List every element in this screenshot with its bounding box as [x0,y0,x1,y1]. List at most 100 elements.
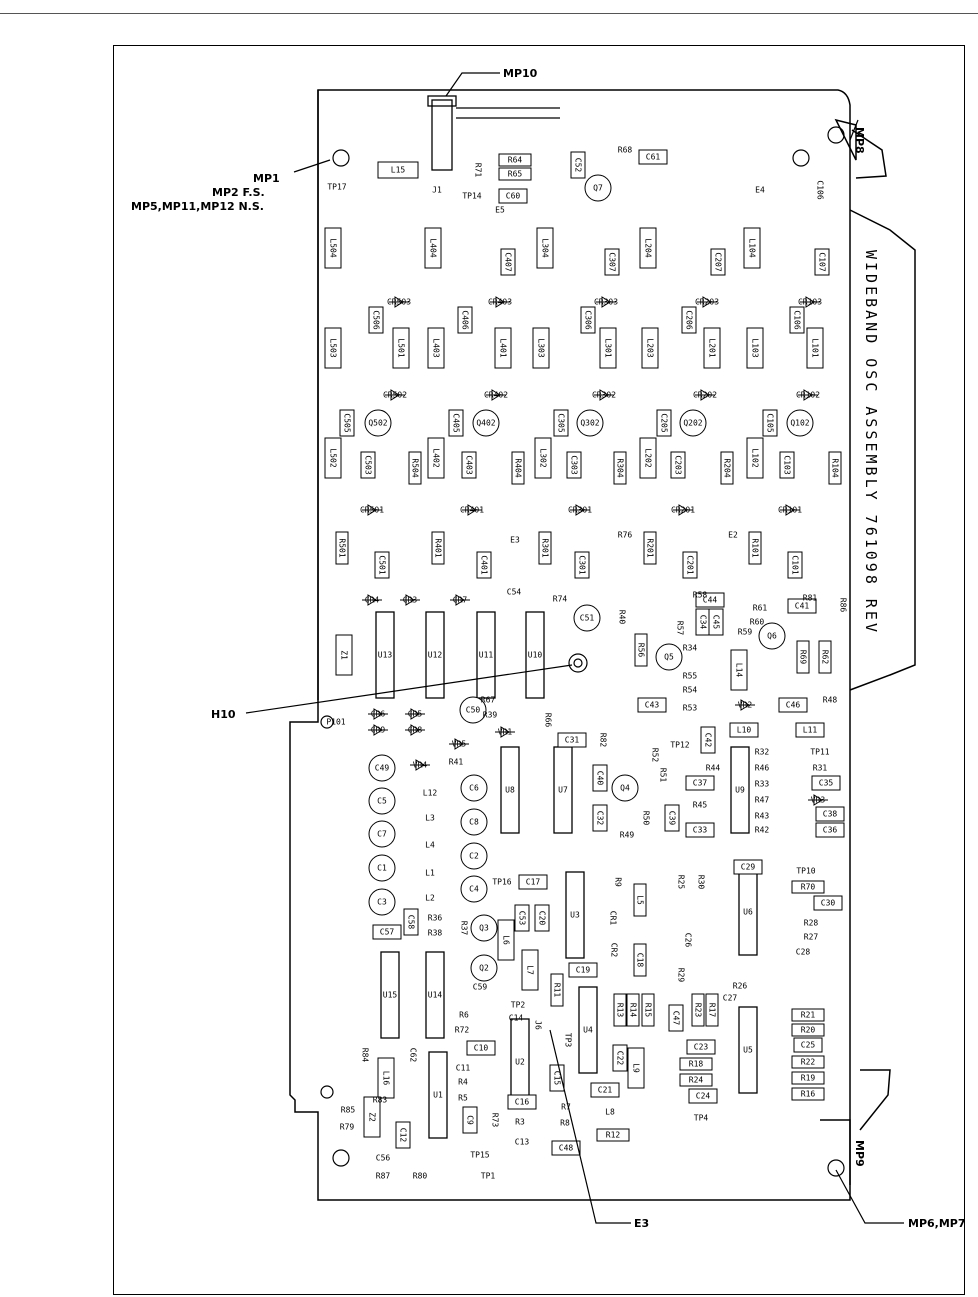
component-l11-label: L11 [803,726,818,735]
component-r61-label: R61 [753,604,768,613]
component-c45-body [708,608,724,636]
callout-mp6-mp7: MP6,MP7 [908,1217,966,1230]
component-l11-body [795,722,825,738]
component-c22-label: C22 [616,1051,625,1066]
component-u12-package [425,611,445,699]
component-c38-label: C38 [823,810,838,819]
component-l15-label: L15 [391,166,406,175]
component-l304-label: L304 [541,238,550,257]
component-r71-label: R71 [474,163,483,178]
component-c11-label: C11 [456,1064,471,1073]
component-c19-body [568,962,598,978]
component-c40-body [592,764,608,792]
component-c207-body [710,248,726,276]
component-c107-body [814,248,830,276]
component-l104-body [743,227,761,269]
component-cr4-body [362,594,382,606]
component-c8-label: C8 [469,818,479,827]
component-c27-label: C27 [723,994,738,1003]
component-r33-label: R33 [755,780,770,789]
component-c58-label: C58 [407,915,416,930]
component-q3-body [470,914,498,942]
component-cr5-label: CR5 [408,710,423,719]
component-c12-body [395,1121,411,1149]
component-vr1-label: VR1 [498,728,513,737]
component-r53-label: R53 [683,704,698,713]
component-r47-label: R47 [755,796,770,805]
component-c39-body [664,804,680,832]
component-c7-body [368,820,396,848]
component-l14-body [730,649,748,691]
component-r84-label: R84 [361,1048,370,1063]
component-cr8-label: CR8 [408,726,423,735]
component-c60-body [498,188,528,204]
component-c201-label: C201 [686,555,695,574]
component-l103-label: L103 [751,338,760,357]
component-cr302-body [594,389,614,401]
component-c29-label: C29 [741,863,756,872]
component-c2-body [460,842,488,870]
component-c30-body [813,895,843,911]
component-u8-package [500,746,520,834]
component-c4-body [460,875,488,903]
component-l4-label: L4 [425,841,435,850]
component-r304-body [613,451,627,485]
component-r40-label: R40 [618,610,627,625]
component-r49-label: R49 [620,831,635,840]
callout-mp8: MP8 [853,127,866,154]
component-r17-label: R17 [708,1003,717,1018]
component-c57-label: C57 [380,928,395,937]
component-l16-label: L16 [382,1071,391,1086]
component-l502-body [324,437,342,479]
component-r14-body [626,993,640,1027]
component-cr403-body [490,296,510,308]
mounting-holes [320,126,845,1177]
component-c2-label: C2 [469,852,479,861]
component-c505-body [339,409,355,437]
component-c24-label: C24 [696,1092,711,1101]
component-c35-body [811,775,841,791]
component-e4-label: E4 [755,186,765,195]
component-c205-label: C205 [660,413,669,432]
component-c105-body [762,409,778,437]
component-r79-label: R79 [340,1123,355,1132]
component-c35-label: C35 [819,779,834,788]
component-r22-body [791,1055,825,1069]
component-r65-body [498,167,532,181]
component-cr503-label: CR503 [387,298,411,307]
component-r46-label: R46 [755,764,770,773]
component-r4-label: R4 [458,1078,468,1087]
component-c403-body [461,451,477,479]
component-r26-label: R26 [733,982,748,991]
component-c301-body [574,551,590,579]
component-cr2-label: CR2 [610,943,619,958]
component-cr502-label: CR502 [383,391,407,400]
component-l5-body [633,883,647,917]
component-c18-label: C18 [636,953,645,968]
component-q6-body [758,622,786,650]
component-r32-label: R32 [755,748,770,757]
component-c307-label: C307 [608,252,617,271]
component-c206-label: C206 [685,310,694,329]
component-r58-label: R58 [693,591,708,600]
component-l302-body [534,437,552,479]
component-r42-label: R42 [755,826,770,835]
component-r5-label: R5 [458,1094,468,1103]
component-l203-label: L203 [646,338,655,357]
component-c407-label: C407 [504,252,513,271]
component-r24-label: R24 [689,1076,704,1085]
component-l204-label: L204 [644,238,653,257]
component-c13-label: C13 [515,1138,530,1147]
component-r69-body [796,640,810,674]
component-vr2-label: VR2 [738,701,753,710]
component-l15-body [377,161,419,179]
component-c44-label: C44 [703,596,718,605]
component-c4-label: C4 [469,885,479,894]
component-r70-label: R70 [801,883,816,892]
component-vr4-label: VR4 [413,761,428,770]
component-r67-label: R67 [481,696,496,705]
component-q2-body [470,954,498,982]
component-c105-label: C105 [766,413,775,432]
component-l301-body [599,327,617,369]
